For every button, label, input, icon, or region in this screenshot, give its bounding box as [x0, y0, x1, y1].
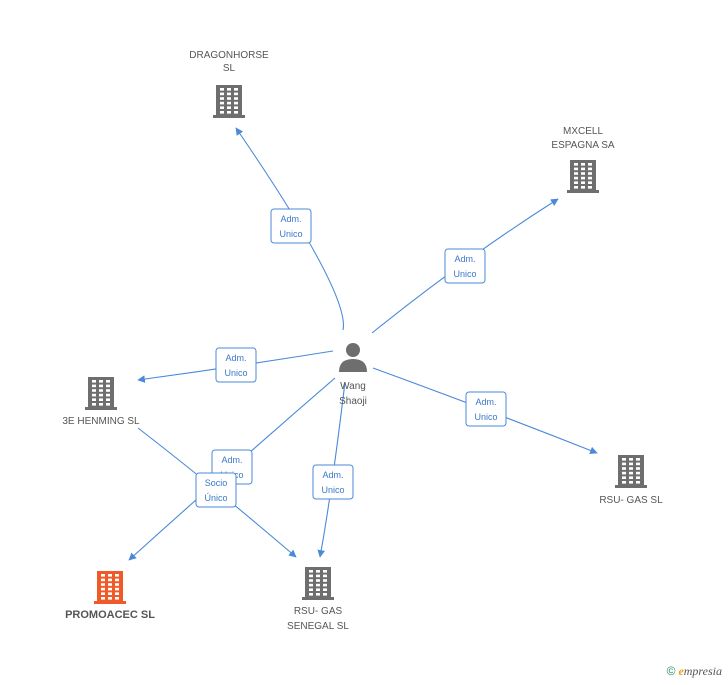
company-label: RSU- GAS — [294, 606, 343, 617]
building-icon — [615, 455, 647, 488]
company-label: SENEGAL SL — [287, 621, 349, 632]
edge-label-box — [465, 391, 507, 427]
edge-label-text: Único — [204, 493, 227, 503]
edge-label-box — [215, 347, 257, 383]
edge-label-person-to-3ehenming[interactable]: Adm. Unico — [215, 347, 257, 383]
company-label: MXCELL — [563, 126, 603, 137]
edge-label-box — [444, 248, 486, 284]
edge-label-person-to-mxcell[interactable]: Adm. Unico — [444, 248, 486, 284]
edge-label-text: Adm. — [322, 470, 343, 480]
copyright-symbol: © — [666, 664, 676, 678]
brand-initial: e — [678, 664, 684, 678]
edge-label-box — [270, 208, 312, 244]
building-icon — [85, 377, 117, 410]
edge-person-to-dragonhorse — [235, 127, 345, 331]
company-label: ESPAGNA SA — [551, 140, 615, 151]
edge-label-box — [312, 464, 354, 500]
company-label: PROMOACEC SL — [65, 609, 155, 621]
edge-label-text: Adm. — [280, 214, 301, 224]
edge-label-person-to-rsugas[interactable]: Adm. Unico — [465, 391, 507, 427]
edge-label-text: Unico — [321, 485, 344, 495]
person-name: Wang — [340, 381, 366, 392]
empresia-footer: ©empresia — [667, 664, 722, 679]
brand-name: mpresia — [683, 664, 722, 678]
company-node-rsugas[interactable]: RSU- GAS SL — [599, 455, 663, 506]
edge-label-box — [195, 472, 237, 508]
edge-label-text: Adm. — [221, 455, 242, 465]
edge-label-person-to-dragonhorse[interactable]: Adm. Unico — [270, 208, 312, 244]
company-label: RSU- GAS SL — [599, 495, 663, 506]
nodes-layer: DRAGONHORSE SL MXCELL ESPAGNA SA 3E HENMING … — [62, 50, 663, 632]
company-node-rsugassenegal[interactable]: RSU- GAS SENEGAL SL — [287, 567, 349, 632]
person-name: Shaoji — [339, 396, 367, 407]
edge-label-text: Adm. — [475, 397, 496, 407]
edge-label-text: Unico — [453, 269, 476, 279]
edge-label-person-to-rsugassenegal[interactable]: Adm. Unico — [312, 464, 354, 500]
company-label: SL — [223, 63, 236, 74]
company-label: DRAGONHORSE — [189, 50, 269, 61]
edge-label-text: Unico — [474, 412, 497, 422]
edge-label-text: Adm. — [225, 353, 246, 363]
company-label: 3E HENMING SL — [62, 416, 140, 427]
company-node-3ehenming[interactable]: 3E HENMING SL — [62, 377, 140, 427]
company-node-promoacec[interactable]: PROMOACEC SL — [65, 571, 155, 621]
edge-label-text: Unico — [279, 229, 302, 239]
person-icon — [339, 343, 367, 372]
building-icon — [567, 160, 599, 193]
edge-label-text: Socio — [205, 478, 228, 488]
building-icon — [213, 85, 245, 118]
edge-labels-layer: Adm.UnicoAdm.UnicoAdm.UnicoAdm.UnicoAdm.… — [195, 208, 507, 508]
edge-label-text: Adm. — [454, 254, 475, 264]
building-icon — [94, 571, 126, 604]
company-node-dragonhorse[interactable]: DRAGONHORSE SL — [189, 50, 269, 118]
company-node-mxcell[interactable]: MXCELL ESPAGNA SA — [551, 126, 615, 193]
edge-label-text: Unico — [224, 368, 247, 378]
building-icon — [302, 567, 334, 600]
